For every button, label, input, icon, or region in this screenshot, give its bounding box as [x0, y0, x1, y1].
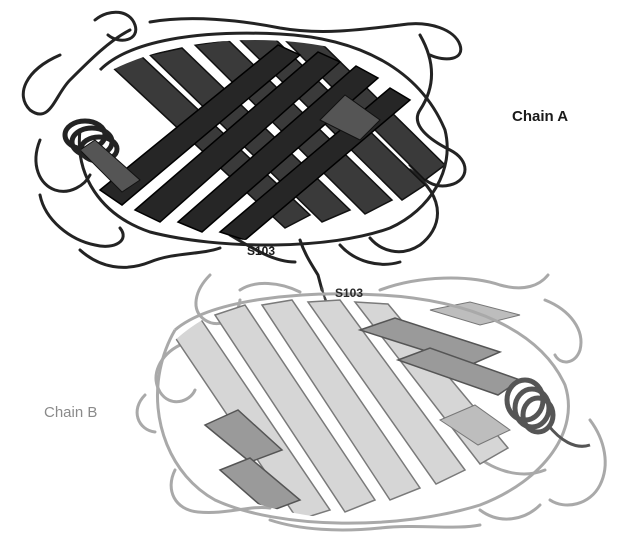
chain-b-loop: [240, 283, 300, 292]
chain-b-loop: [480, 505, 540, 519]
residue-s103-chain-a-label: S103: [247, 244, 275, 258]
chain-a-loop: [40, 195, 123, 246]
chain-b-loop: [545, 300, 581, 362]
chain-b-loop: [550, 420, 605, 505]
chain-a-loop: [80, 248, 220, 267]
chain-a-loop: [23, 30, 130, 114]
chain-a-loop: [340, 245, 400, 264]
chain-a-loop: [95, 12, 136, 40]
chain-b-helix-tail: [548, 425, 590, 446]
chain-b-loop: [380, 275, 548, 290]
chain-a-label: Chain A: [512, 108, 568, 125]
chain-b-barrel: [170, 300, 520, 520]
chain-b-label: Chain B: [44, 404, 97, 421]
chain-a-s103-sidechain: [300, 240, 322, 290]
residue-s103-chain-b-label: S103: [335, 286, 363, 300]
chain-b-loop: [137, 395, 155, 432]
chain-b-helix: [507, 380, 553, 432]
